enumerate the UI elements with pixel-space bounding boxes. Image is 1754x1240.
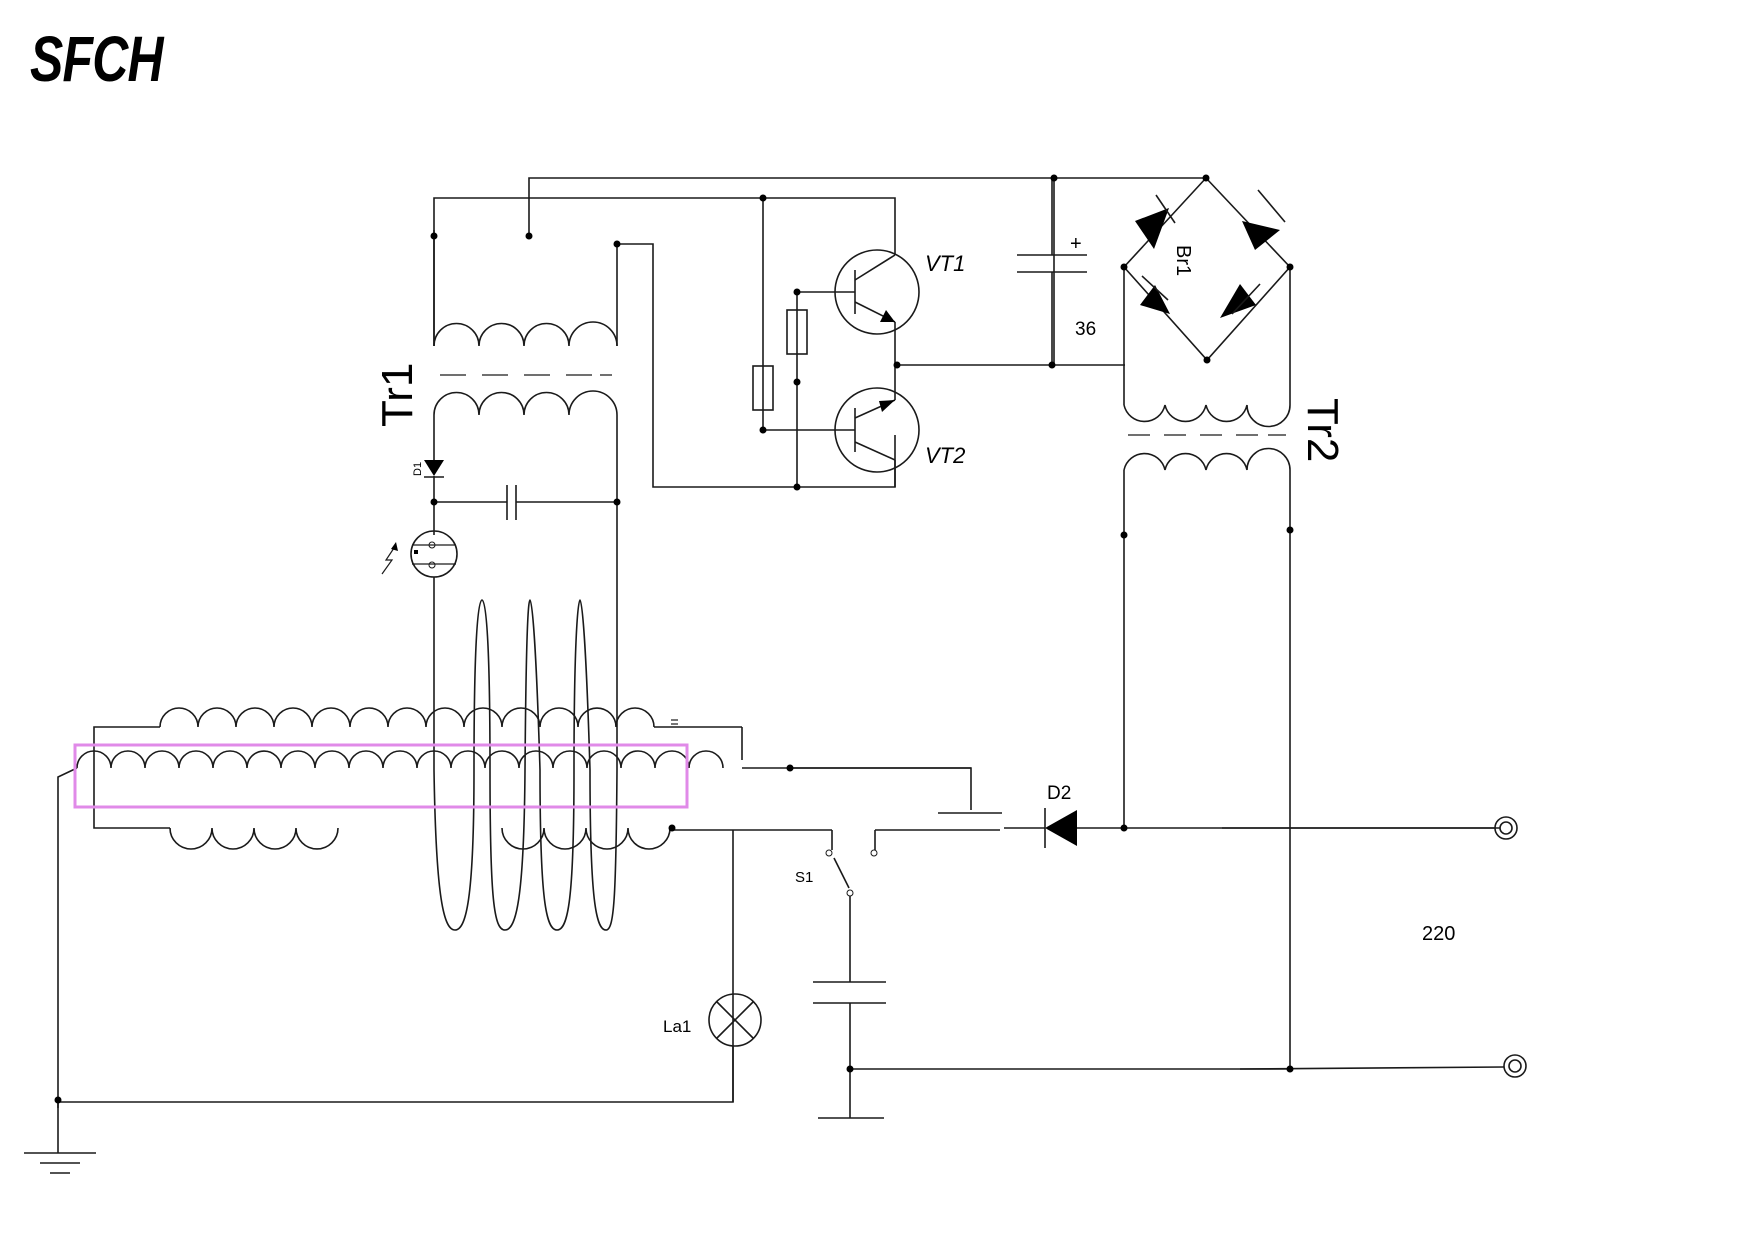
transistor-vt1: VT1	[797, 249, 965, 365]
diode-d1: D1	[412, 460, 444, 535]
highlight-box	[73, 743, 689, 809]
ground-symbol	[24, 1102, 96, 1174]
la1-label: La1	[663, 1017, 691, 1036]
d1-label: D1	[412, 462, 424, 476]
vt2-label: VT2	[925, 443, 965, 468]
hairpin-coils	[433, 502, 618, 931]
d2-label: D2	[1047, 783, 1071, 804]
br1-label: Br1	[1172, 245, 1194, 276]
junction-dots	[54, 174, 1294, 1104]
terminal-top[interactable]	[1222, 816, 1518, 840]
tr1-primary-winding	[433, 230, 618, 347]
resistor-r1	[786, 309, 808, 355]
capacitor-36: + 36	[1017, 178, 1096, 365]
switch-s1: S1	[795, 829, 1000, 982]
bridge-rectifier-br1: Br1	[1122, 177, 1292, 405]
resistor-r2	[752, 365, 774, 411]
s1-label: S1	[795, 869, 813, 886]
lightning-icon	[381, 542, 398, 575]
transformer-tr2: Tr2	[1123, 398, 1347, 1070]
output-bar	[790, 767, 1002, 814]
capacitor-bottom	[813, 981, 1290, 1119]
tr1-secondary-winding	[433, 390, 618, 500]
cap-polarity: +	[1070, 233, 1082, 255]
tr1-label: Tr1	[373, 363, 422, 427]
induction-coil-assembly	[57, 707, 971, 1108]
photo-sensor	[381, 530, 458, 770]
cap-36-label: 36	[1075, 319, 1096, 340]
capacitor-c-tr1	[434, 485, 617, 520]
mains-220-label: 220	[1422, 923, 1455, 945]
diode-d2: D2	[1004, 783, 1500, 848]
diagram-title: SFCH	[30, 23, 164, 95]
vt1-label: VT1	[925, 251, 965, 276]
lamp-la1: La1	[58, 993, 762, 1103]
transformer-tr1: Tr1	[373, 230, 618, 500]
terminal-bottom[interactable]	[1239, 1054, 1527, 1078]
tr2-label: Tr2	[1298, 398, 1347, 462]
transistor-vt2: VT2	[763, 365, 965, 487]
